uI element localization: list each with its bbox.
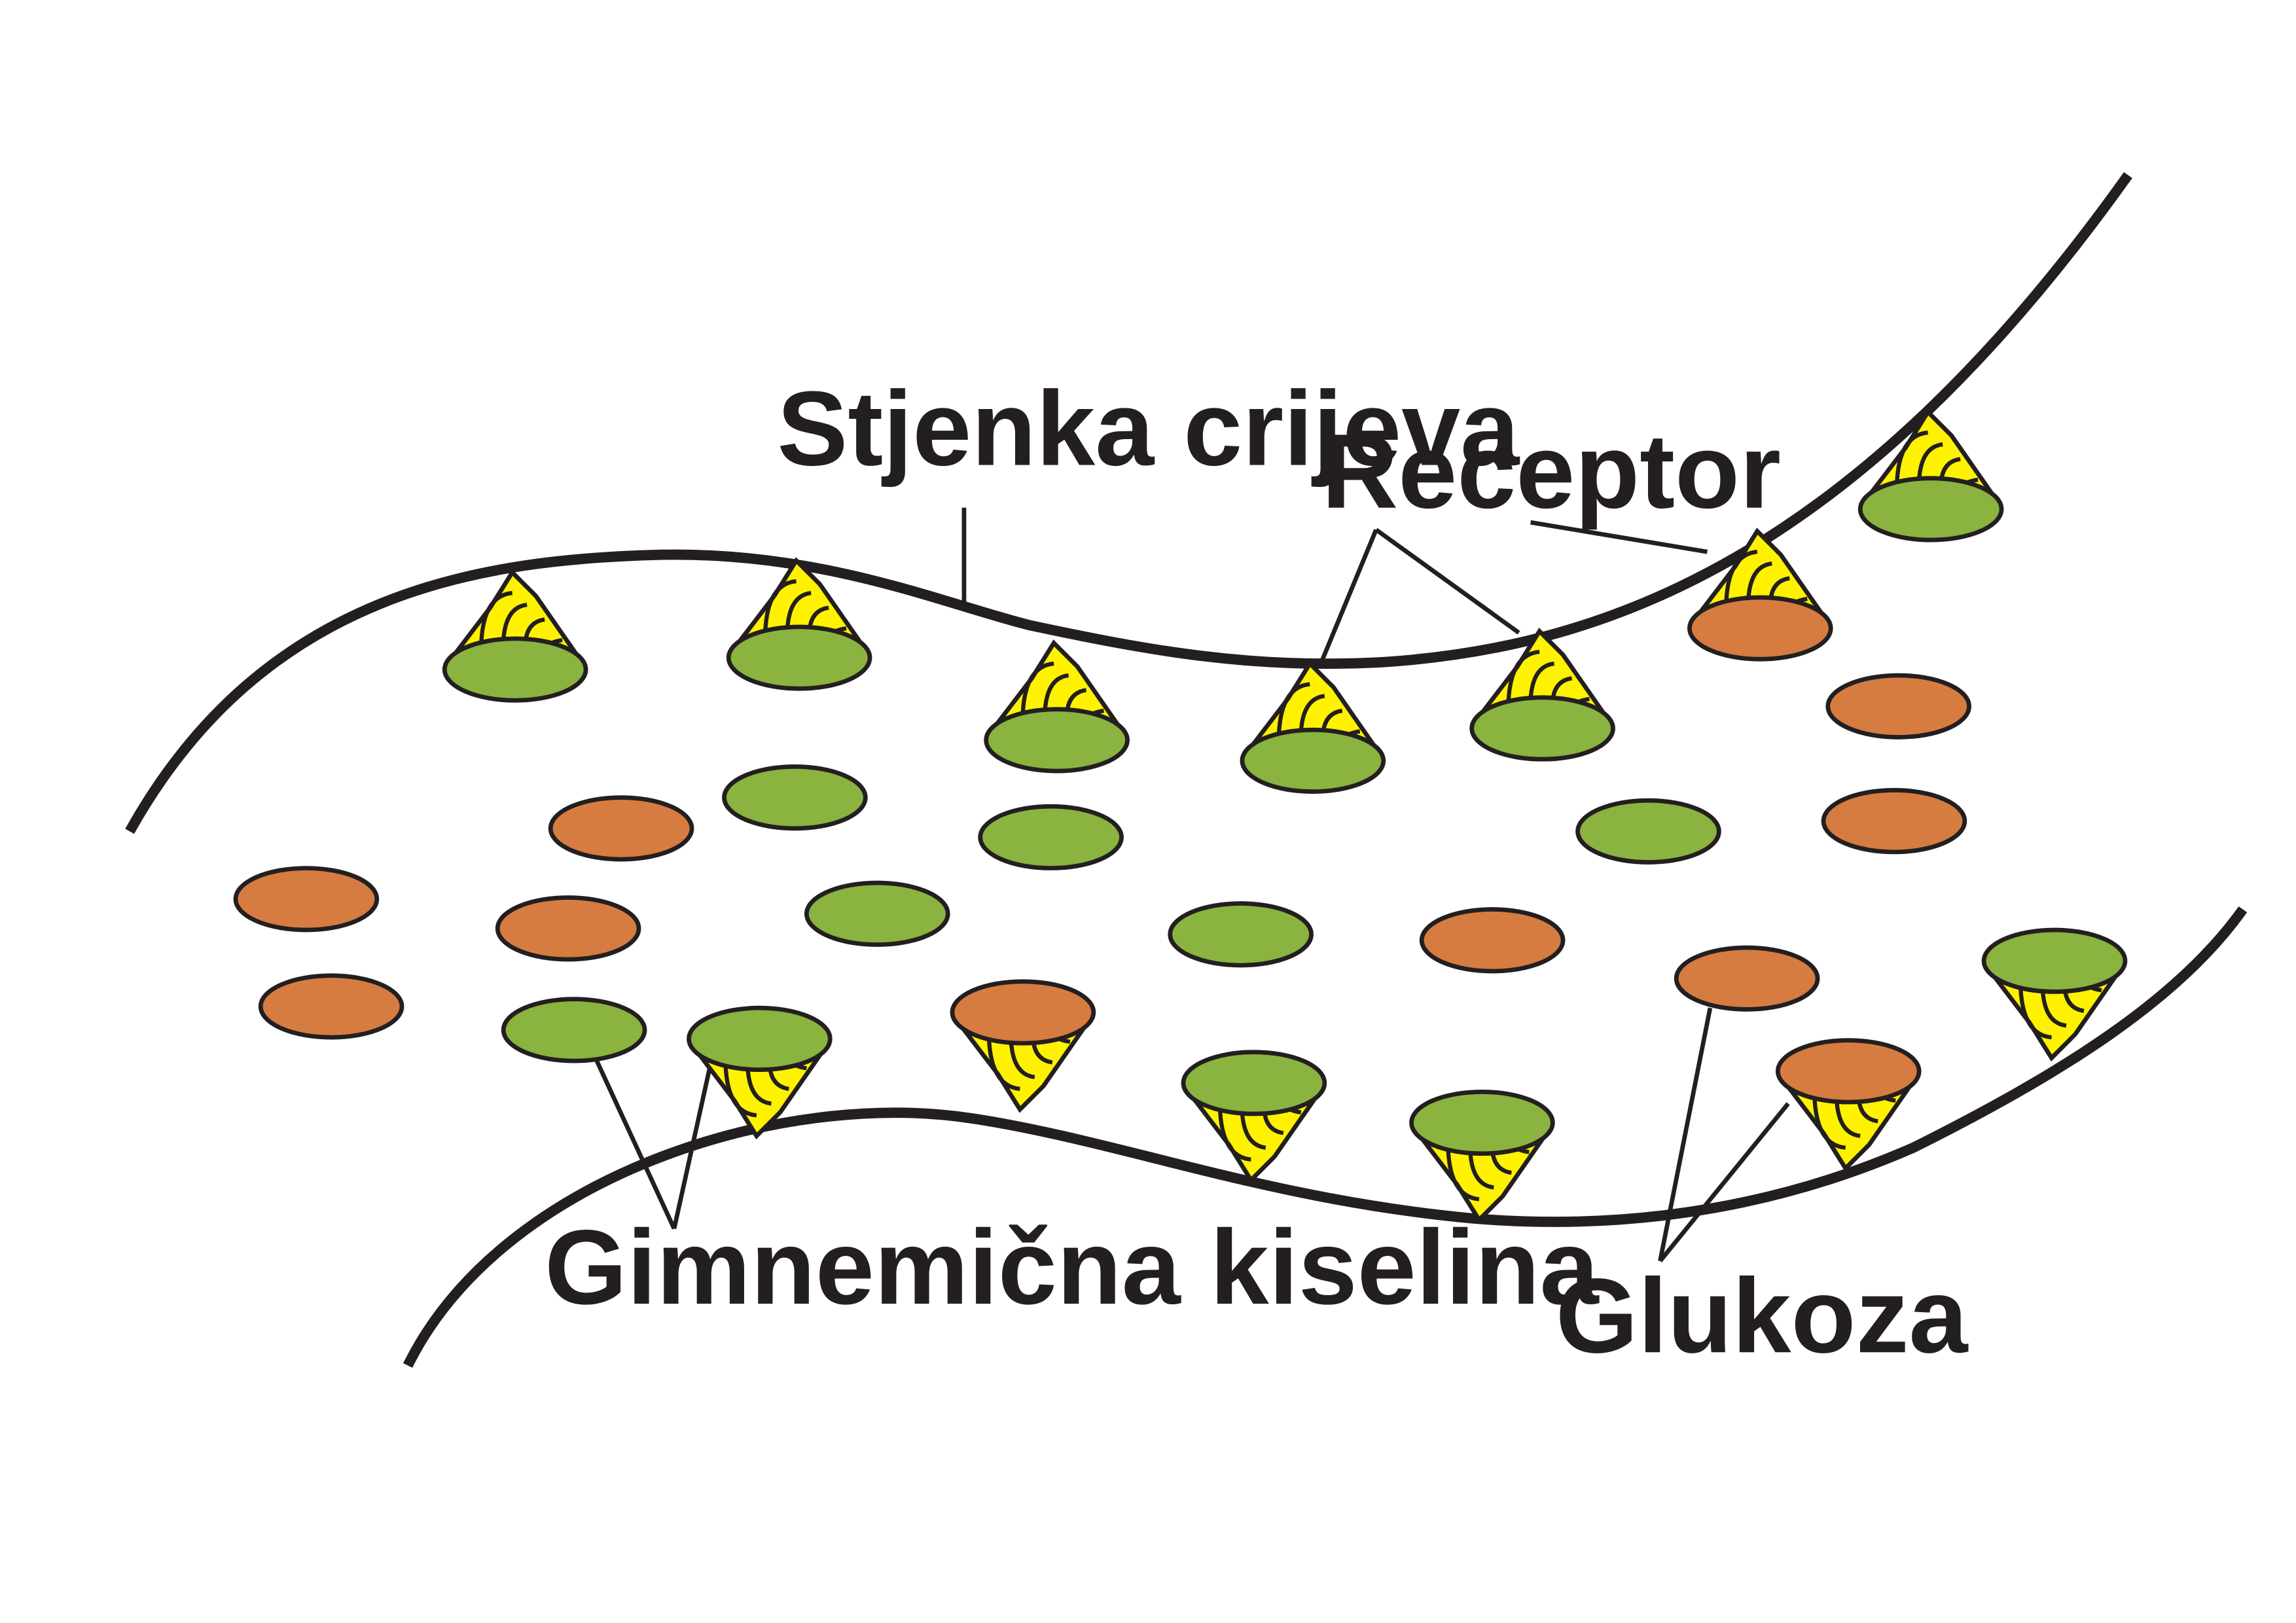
receptor-10 <box>1181 1050 1327 1184</box>
glucose-molecule <box>1687 595 1833 662</box>
free-gymnemic-acid-molecule-6 <box>804 880 950 947</box>
free-glucose-molecule-12 <box>258 973 404 1040</box>
free-gymnemic-acid-molecule-7 <box>1168 901 1314 968</box>
gymnemic-acid-molecule <box>984 707 1130 774</box>
free-glucose-molecule-11 <box>1821 788 1967 855</box>
gymnemic-acid-molecule <box>442 636 588 703</box>
receptor-13 <box>1981 927 2128 1061</box>
free-gymnemic-acid-molecule-3 <box>978 804 1124 870</box>
receptor-5 <box>1469 628 1615 762</box>
receptor-12 <box>1775 1038 1922 1172</box>
receptor-6 <box>1687 527 1833 662</box>
gymnemic-acid-molecule <box>1181 1050 1327 1116</box>
glucose-molecule <box>1775 1038 1922 1105</box>
receptor-4 <box>1240 660 1386 794</box>
receptor-label: Receptor <box>1321 412 1781 531</box>
free-gymnemic-acid-molecule-9 <box>1575 798 1721 865</box>
glucose-leader-line-1 <box>1658 1007 1713 1262</box>
free-gymnemic-acid-molecule-2 <box>722 764 868 831</box>
label-leader-lines <box>594 507 1790 1263</box>
free-glucose-molecule-14 <box>1674 945 1820 1012</box>
gymnemic-acid-molecule <box>1240 727 1386 794</box>
receptor-7 <box>1857 408 2004 543</box>
receptor-9 <box>950 979 1096 1113</box>
glucose-label: Glukoza <box>1556 1257 1969 1375</box>
free-glucose-molecule-5 <box>495 895 641 962</box>
gymnemic-leader-line-2 <box>672 1061 713 1230</box>
receptor-2 <box>726 557 872 691</box>
receptor-8 <box>687 1005 833 1140</box>
gymnemic-acid-molecule <box>1981 927 2128 994</box>
intestinal-walls <box>125 171 2248 1368</box>
gymnemic-acid-molecule <box>726 624 872 691</box>
free-gymnemic-acid-molecule-13 <box>501 997 647 1063</box>
receptor-leader-line-1 <box>1318 529 1378 666</box>
receptor-leader-line-2 <box>1374 527 1520 635</box>
receptor-3 <box>984 639 1130 774</box>
molecule-group <box>233 673 1971 1063</box>
gymnemic-acid-molecule <box>1857 476 2004 543</box>
free-glucose-molecule-8 <box>1419 907 1566 974</box>
label-group: Stjenka crijeva Receptor Gimnemična kise… <box>545 369 1969 1375</box>
gymnemic-acid-molecule <box>687 1005 833 1072</box>
free-glucose-molecule-1 <box>548 795 694 862</box>
free-glucose-molecule-10 <box>1825 673 1971 740</box>
glucose-leader-line-2 <box>1658 1102 1790 1263</box>
gymnemic-acid-molecule <box>1409 1089 1555 1156</box>
glucose-molecule <box>950 979 1096 1046</box>
upper-intestinal-wall <box>125 171 2132 834</box>
gymnemic-acid-molecule <box>1469 695 1615 762</box>
receptor-group <box>442 408 2128 1224</box>
receptor-1 <box>442 569 588 703</box>
receptor-11 <box>1409 1089 1555 1224</box>
free-glucose-molecule-4 <box>233 866 380 933</box>
gymnemic-acid-label: Gimnemična kiselina <box>545 1208 1600 1327</box>
receptor-leader-line-3 <box>1530 520 1708 554</box>
gymnemic-leader-line-1 <box>594 1058 677 1230</box>
lower-intestinal-wall <box>403 906 2248 1368</box>
intestinal-wall-label: Stjenka crijeva <box>777 369 1520 488</box>
